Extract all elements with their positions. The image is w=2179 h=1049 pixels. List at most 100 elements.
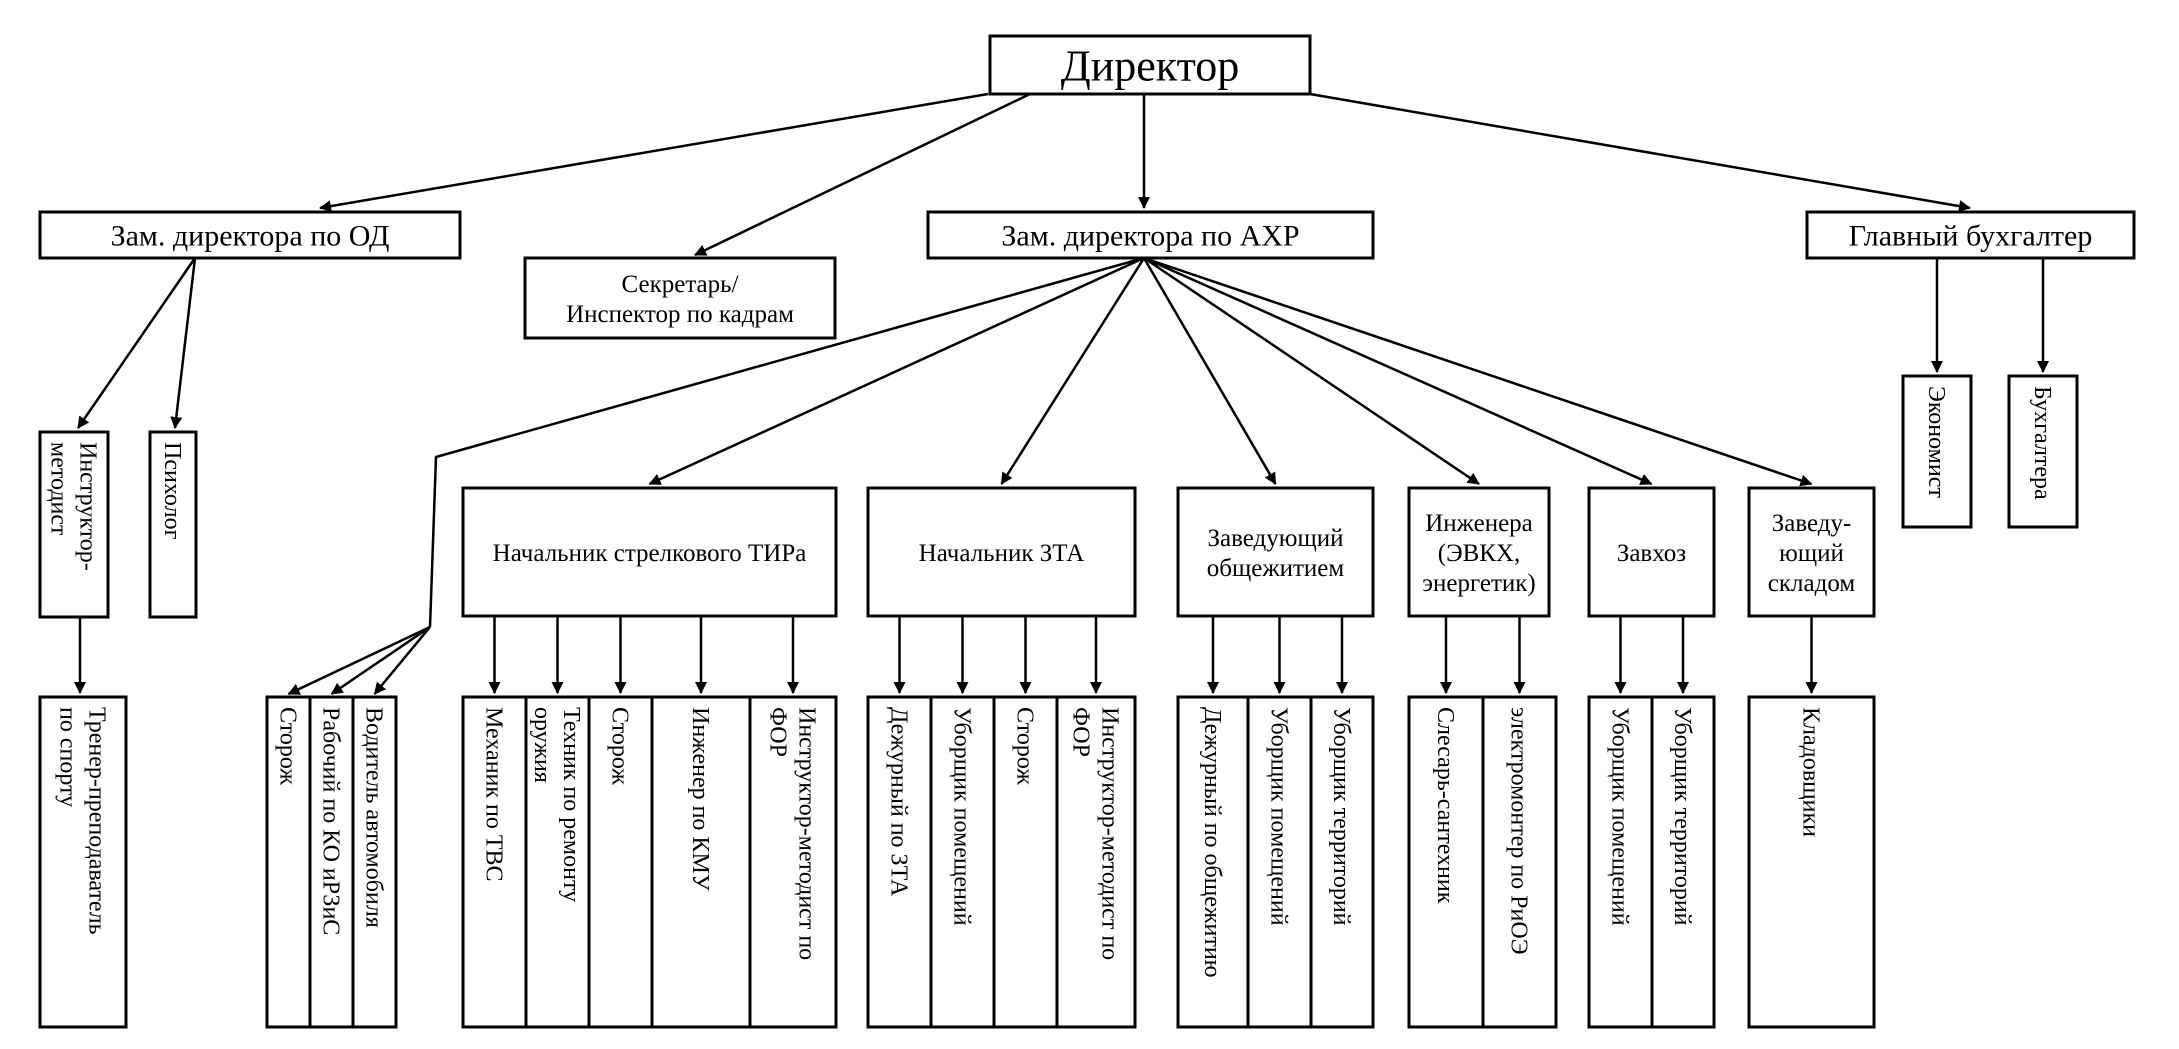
chief-accountant-box: Главный бухгалтер — [1805, 210, 2136, 260]
unit-storage-box-frame — [1747, 486, 1876, 618]
psychologist-box-label: Психолог — [159, 442, 185, 540]
unit-zta-box: Начальник ЗТА — [866, 486, 1137, 618]
deputy-ahr-box-frame — [926, 210, 1375, 260]
economist-box: Экономист — [1901, 374, 1973, 529]
staff-zta-3-label: Инструктор-методист поФОР — [1067, 707, 1122, 960]
trainer-box: Тренер-преподавательпо спорту — [38, 695, 128, 1029]
staff-supply-0-frame — [1587, 695, 1654, 1029]
economist-box-label: Экономист — [1923, 386, 1949, 498]
arrow-director-to-secretary — [694, 92, 1031, 257]
staff-tir-1: Техник по ремонтуоружия — [524, 695, 591, 1029]
arrow-direct-staff-0 — [287, 625, 431, 696]
chief-accountant-box-label: Главный бухгалтер — [1849, 220, 2093, 253]
unit-eng-box: Инженера(ЭВКХ,энергетик) — [1407, 486, 1551, 618]
trainer-box-frame — [38, 695, 128, 1029]
instructor-box-frame — [38, 430, 110, 619]
unit-tir-box-label: Начальник стрелкового ТИРа — [493, 540, 807, 567]
staff-direct-0: Сторож — [265, 695, 312, 1029]
deputy-ahr-box-label: Зам. директора по АХР — [1001, 220, 1299, 253]
staff-tir-4: Инструктор-методист поФОР — [748, 695, 838, 1029]
staff-tir-4-frame — [748, 695, 838, 1029]
staff-tir-0: Механик по ТВС — [461, 695, 528, 1029]
unit-zta-box-label: Начальник ЗТА — [919, 540, 1085, 567]
accountants-box-frame — [2007, 374, 2079, 529]
staff-tir-4-label: Инструктор-методист поФОР — [764, 707, 819, 960]
arrow-director-to-od — [319, 92, 989, 213]
arrow-direct-staff-2 — [373, 626, 431, 695]
deputy-ahr-box: Зам. директора по АХР — [926, 210, 1375, 260]
staff-dorm-2: Уборщик территорий — [1309, 695, 1375, 1029]
staff-tir-3-label: Инженер по КМУ — [687, 707, 713, 891]
unit-supply-box-label: Завхоз — [1617, 540, 1686, 567]
staff-direct-2-frame — [351, 695, 398, 1029]
staff-eng-0-label: Слесарь-сантехник — [1432, 707, 1458, 904]
staff-dorm-0-label: Дежурный по общежитию — [1199, 707, 1225, 978]
staff-direct-1: Рабочий по КО иРЗиС — [308, 695, 355, 1029]
arrow-ahr-to-zta — [1000, 257, 1146, 485]
accountants-box: Бухгалтера — [2007, 374, 2079, 529]
deputy-od-box: Зам. директора по ОД — [38, 210, 462, 260]
staff-zta-3-frame — [1055, 695, 1137, 1029]
staff-dorm-1-label: Уборщик помещений — [1265, 707, 1291, 926]
unit-eng-box-frame — [1407, 486, 1551, 618]
staff-tir-1-frame — [524, 695, 591, 1029]
staff-zta-0-frame — [866, 695, 933, 1029]
trainer-box-label: Тренер-преподавательпо спорту — [54, 707, 109, 935]
staff-supply-1-frame — [1650, 695, 1716, 1029]
secretary-box-frame — [523, 256, 837, 340]
arrow-ahr-to-dorm — [1142, 257, 1277, 485]
psychologist-box-frame — [148, 430, 198, 619]
staff-direct-1-label: Рабочий по КО иРЗиС — [317, 707, 343, 935]
unit-dorm-box-frame — [1176, 486, 1375, 618]
arrow-direct-staff-1 — [330, 625, 431, 696]
secretary-box-label: Секретарь/Инспектор по кадрам — [566, 271, 794, 328]
staff-eng-1: электромонтер по РиОЭ — [1481, 695, 1558, 1029]
staff-dorm-0: Дежурный по общежитию — [1176, 695, 1250, 1029]
staff-zta-2-label: Сторож — [1011, 707, 1037, 785]
director-box-label: Директор — [1061, 41, 1240, 90]
accountants-box-label: Бухгалтера — [2029, 386, 2055, 500]
staff-direct-0-frame — [265, 695, 312, 1029]
director-box: Директор — [988, 34, 1312, 96]
staff-direct-1-frame — [308, 695, 355, 1029]
staff-zta-1-frame — [929, 695, 996, 1029]
staff-dorm-1-frame — [1246, 695, 1313, 1029]
director-box-frame — [988, 34, 1312, 96]
staff-eng-0: Слесарь-сантехник — [1407, 695, 1485, 1029]
arrow-od-to-instructor — [76, 257, 197, 429]
arrow-director-to-accountant — [1309, 92, 1971, 213]
staff-tir-1-label: Техник по ремонтуоружия — [529, 707, 584, 902]
staff-tir-3-frame — [650, 695, 752, 1029]
staff-zta-0-label: Дежурный по ЗТА — [885, 707, 911, 897]
staff-zta-2: Сторож — [992, 695, 1059, 1029]
staff-zta-0: Дежурный по ЗТА — [866, 695, 933, 1029]
staff-tir-2-frame — [587, 695, 654, 1029]
staff-supply-0-label: Уборщик помещений — [1606, 707, 1632, 926]
unit-tir-box: Начальник стрелкового ТИРа — [461, 486, 838, 618]
staff-zta-3: Инструктор-методист поФОР — [1055, 695, 1137, 1029]
staff-tir-2: Сторож — [587, 695, 654, 1029]
unit-eng-box-label: Инженера(ЭВКХ,энергетик) — [1422, 510, 1536, 597]
unit-supply-box: Завхоз — [1587, 486, 1716, 618]
staff-storage-0-label: Кладовщики — [1797, 707, 1823, 837]
staff-storage-0: Кладовщики — [1747, 695, 1876, 1029]
staff-storage-0-frame — [1747, 695, 1876, 1029]
arrow-ahr-to-tir — [648, 256, 1145, 486]
staff-zta-1-label: Уборщик помещений — [948, 707, 974, 926]
staff-supply-1-label: Уборщик территорий — [1669, 707, 1695, 926]
deputy-od-box-label: Зам. директора по ОД — [111, 220, 390, 253]
staff-tir-3: Инженер по КМУ — [650, 695, 752, 1029]
staff-dorm-1: Уборщик помещений — [1246, 695, 1313, 1029]
staff-supply-1: Уборщик территорий — [1650, 695, 1716, 1029]
staff-dorm-2-label: Уборщик территорий — [1328, 707, 1354, 926]
staff-direct-2-label: Водитель автомобиля — [360, 707, 386, 928]
instructor-box: Инструктор-методист — [38, 430, 110, 619]
unit-tir-box-frame — [461, 486, 838, 618]
connector-ahr-to-direct-staff — [428, 256, 1145, 628]
unit-supply-box-frame — [1587, 486, 1716, 618]
connector-lines — [74, 92, 2049, 696]
staff-eng-1-label: электромонтер по РиОЭ — [1505, 707, 1531, 955]
